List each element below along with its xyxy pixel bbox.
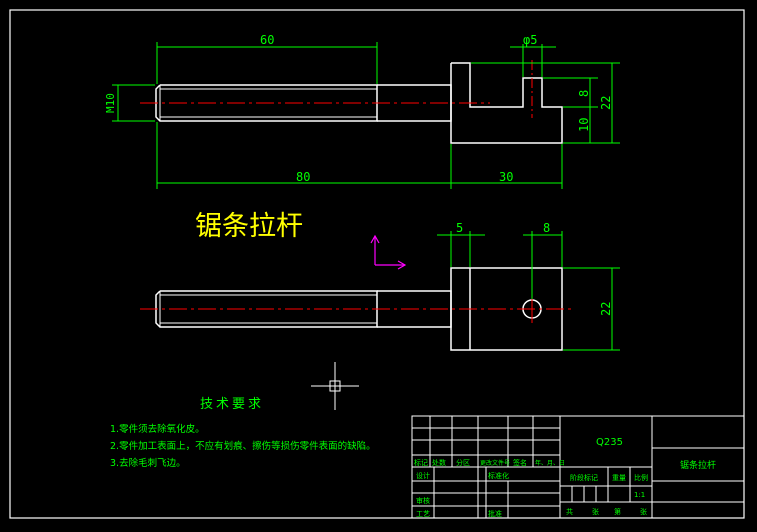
tb-sheet-label: 张: [592, 507, 599, 516]
cursor-crosshair-icon: [311, 362, 359, 410]
tb-standardize: 标准化: [488, 471, 509, 480]
tech-requirement-3: 3.去除毛刺飞边。: [110, 457, 186, 469]
bottom-dimensions: [437, 231, 620, 351]
tech-requirement-1: 1.零件须去除氧化皮。: [110, 423, 205, 435]
tb-sheet-total: 共: [566, 507, 573, 516]
tb-scale: 比例: [634, 473, 648, 482]
top-head-block: [450, 62, 563, 144]
title-block: [411, 415, 745, 519]
tb-approve: 批准: [488, 509, 502, 518]
ucs-icon: [370, 234, 407, 270]
drawing-title: 锯条拉杆: [195, 211, 303, 242]
tb-rev-doc: 更改文件号: [480, 459, 510, 467]
tb-process: 工艺: [416, 510, 430, 518]
tb-part-name: 锯条拉杆: [680, 459, 716, 471]
tech-requirements-heading: 技术要求: [200, 397, 264, 412]
dim-bottom-5: 5: [456, 221, 463, 235]
tb-sheet-label2: 张: [640, 507, 647, 516]
tb-scale-value: 1:1: [634, 491, 645, 499]
tb-stage-mark: 阶段标记: [570, 473, 598, 482]
tb-rev-mark: 标记: [414, 458, 428, 467]
tb-rev-sign: 签名: [513, 458, 527, 467]
tb-material: Q235: [596, 437, 623, 448]
tb-rev-date: 年、月、日: [535, 459, 565, 467]
top-view: [155, 62, 563, 144]
dim-top-m10: M10: [104, 93, 117, 113]
tb-rev-count: 处数: [432, 458, 446, 467]
dim-top-80: 80: [296, 170, 310, 184]
dim-top-8: 8: [577, 90, 591, 97]
tb-sheet-of: 第: [614, 507, 621, 516]
dim-top-phi5: φ5: [523, 33, 537, 47]
dim-top-22: 22: [599, 96, 613, 110]
top-dimensions: [112, 42, 620, 189]
dim-bottom-8: 8: [543, 221, 550, 235]
drawing-border: [9, 9, 745, 519]
tb-check: 审核: [416, 496, 430, 505]
dim-top-60: 60: [260, 33, 274, 47]
dim-bottom-22: 22: [599, 302, 613, 316]
tb-designer: 设计: [416, 471, 430, 480]
dim-top-10: 10: [577, 118, 591, 132]
tech-requirement-2: 2.零件加工表面上，不应有划痕、擦伤等损伤零件表面的缺陷。: [110, 440, 376, 452]
dim-top-30: 30: [499, 170, 513, 184]
tb-rev-zone: 分区: [456, 458, 470, 467]
tb-weight: 重量: [612, 474, 626, 482]
